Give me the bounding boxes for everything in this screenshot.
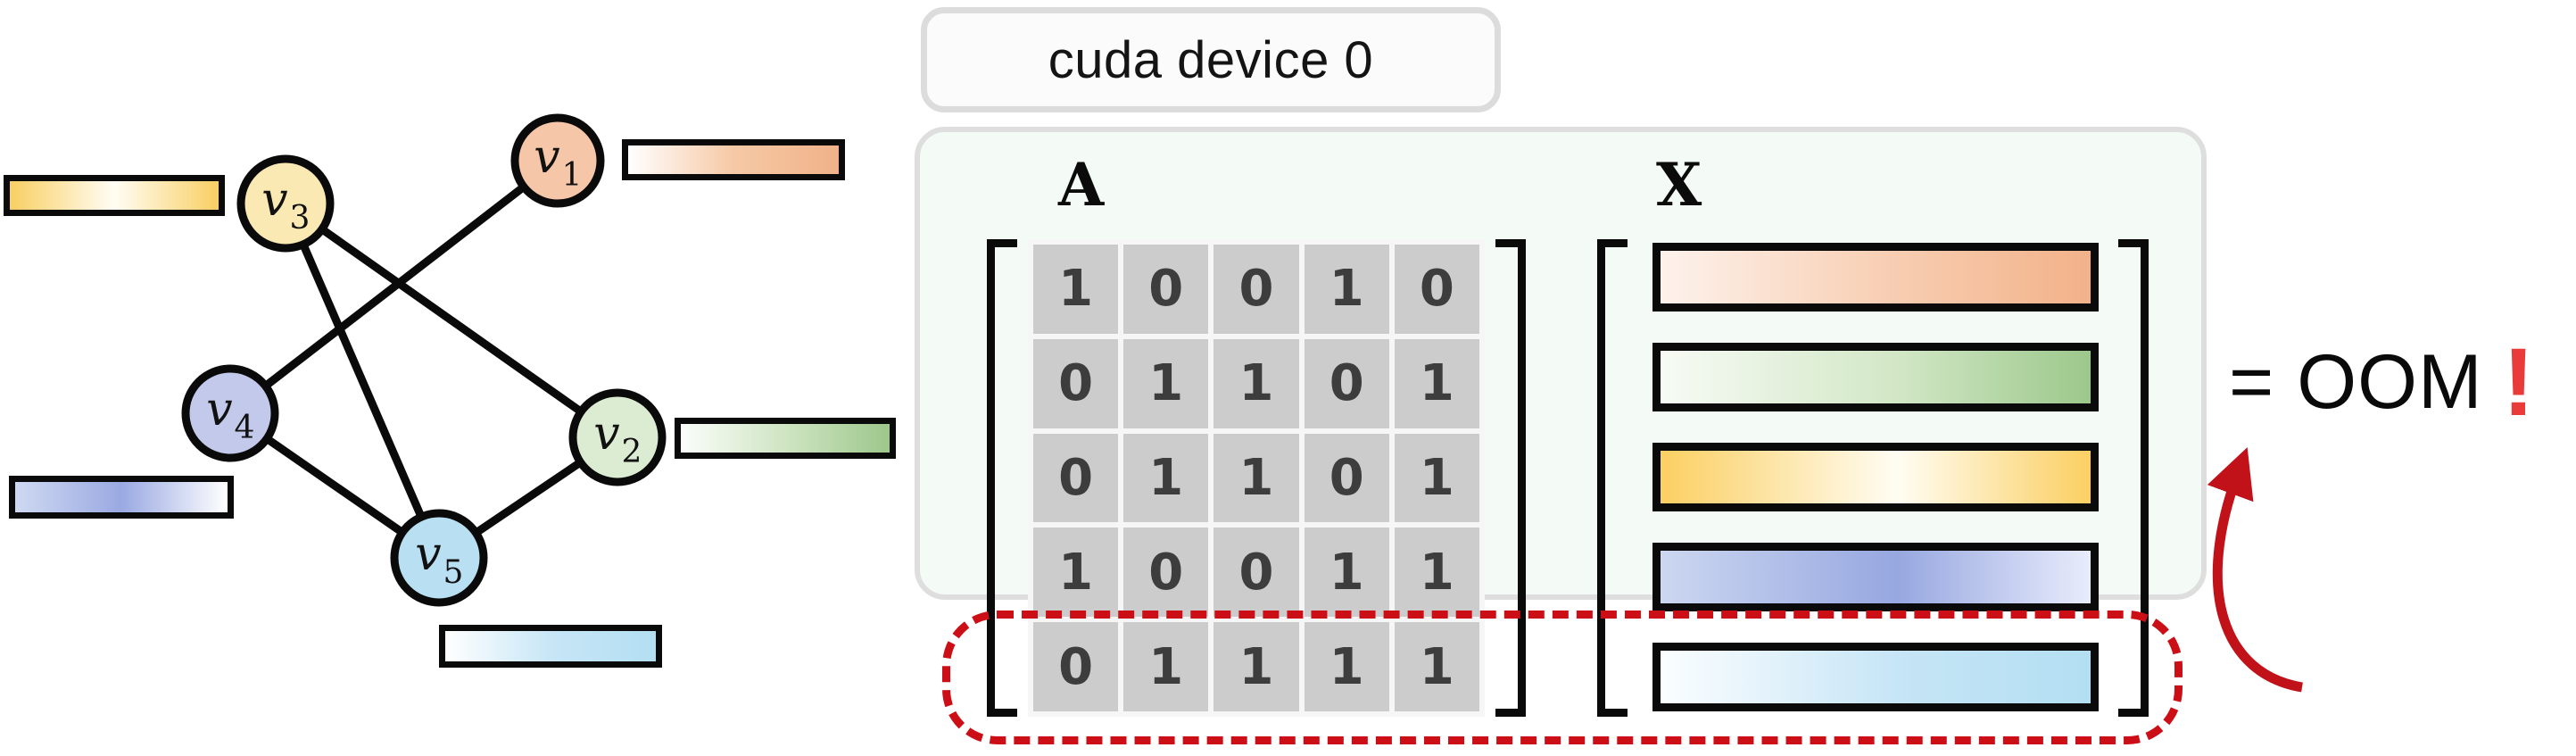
node-label: v — [206, 383, 232, 436]
node-circle — [568, 388, 667, 486]
matrix-a-cell: 1 — [1123, 338, 1209, 428]
node-subscript: 5 — [443, 554, 464, 591]
graph-edge — [281, 199, 443, 562]
matrix-a-cell: 1 — [1304, 245, 1389, 334]
oom-result: = OOM ! — [2229, 328, 2535, 436]
matrix-a-cell: 0 — [1304, 433, 1389, 523]
matrix-a-cell: 1 — [1394, 528, 1479, 618]
node-subscript: 3 — [290, 200, 311, 237]
node-subscript: 2 — [622, 434, 642, 470]
matrix-x-row-v3 — [1652, 443, 2099, 511]
matrix-a-cell: 1 — [1394, 433, 1479, 523]
matrix-a-cell: 1 — [1394, 622, 1479, 711]
feature-vector-v5 — [439, 625, 662, 668]
matrix-a-cell: 0 — [1033, 433, 1119, 523]
matrix-x-row-v5 — [1652, 643, 2099, 711]
matrix-a-cell: 0 — [1033, 622, 1119, 711]
matrix-a-right-bracket — [1495, 239, 1526, 717]
graph-edge — [281, 199, 622, 442]
matrix-x-row-v1 — [1652, 243, 2099, 312]
matrix-x-rows — [1652, 243, 2099, 713]
feature-vector-v1 — [622, 139, 845, 180]
node-circle — [390, 509, 488, 607]
matrix-a-cell: 1 — [1123, 433, 1209, 523]
node-label: v — [593, 407, 619, 461]
matrix-a-cell: 1 — [1213, 433, 1299, 523]
exclamation-icon: ! — [2502, 328, 2535, 436]
matrix-x-row-v4 — [1652, 543, 2099, 611]
matrix-x-title: X — [1656, 150, 1702, 220]
matrix-a-cell: 0 — [1213, 528, 1299, 618]
matrix-x-left-bracket — [1597, 239, 1628, 717]
matrix-a-cell: 1 — [1213, 622, 1299, 711]
equals-sign: = — [2229, 338, 2274, 425]
node-circle — [510, 113, 605, 208]
matrix-a-cell: 0 — [1394, 245, 1479, 334]
node-subscript: 4 — [235, 410, 255, 446]
matrix-x-right-bracket — [2118, 239, 2149, 717]
node-circle — [236, 154, 335, 253]
matrix-a-cell: 1 — [1394, 338, 1479, 428]
matrix-a-title: A — [1058, 150, 1105, 220]
node-label: v — [261, 173, 287, 227]
oom-arrow-icon — [2207, 447, 2303, 693]
matrix-a-cell: 1 — [1033, 528, 1119, 618]
matrix-a-cell: 1 — [1033, 245, 1119, 334]
matrix-a-left-bracket — [987, 239, 1017, 717]
matrix-a-cell: 0 — [1304, 338, 1389, 428]
feature-vector-v3 — [4, 175, 225, 216]
cuda-device-chip[interactable]: cuda device 0 — [921, 7, 1501, 112]
node-circle — [181, 364, 279, 462]
matrix-a-cell: 0 — [1033, 338, 1119, 428]
matrix-x-row-v2 — [1652, 343, 2099, 411]
matrix-a-cell: 1 — [1304, 528, 1389, 618]
graph-edge — [226, 156, 562, 418]
matrix-a-cell: 0 — [1123, 528, 1209, 618]
oom-label: OOM — [2297, 338, 2483, 425]
matrix-a-cell: 0 — [1213, 245, 1299, 334]
node-label: v — [415, 528, 441, 581]
matrix-a-cell: 1 — [1123, 622, 1209, 711]
matrix-a-cell: 1 — [1213, 338, 1299, 428]
cuda-device-label: cuda device 0 — [1048, 30, 1374, 89]
node-subscript: 1 — [562, 157, 583, 194]
feature-vector-v2 — [675, 418, 896, 459]
node-label: v — [534, 130, 559, 184]
matrix-a-cell: 0 — [1123, 245, 1209, 334]
feature-vector-v4 — [9, 476, 234, 519]
matrix-a-cell: 1 — [1304, 622, 1389, 711]
